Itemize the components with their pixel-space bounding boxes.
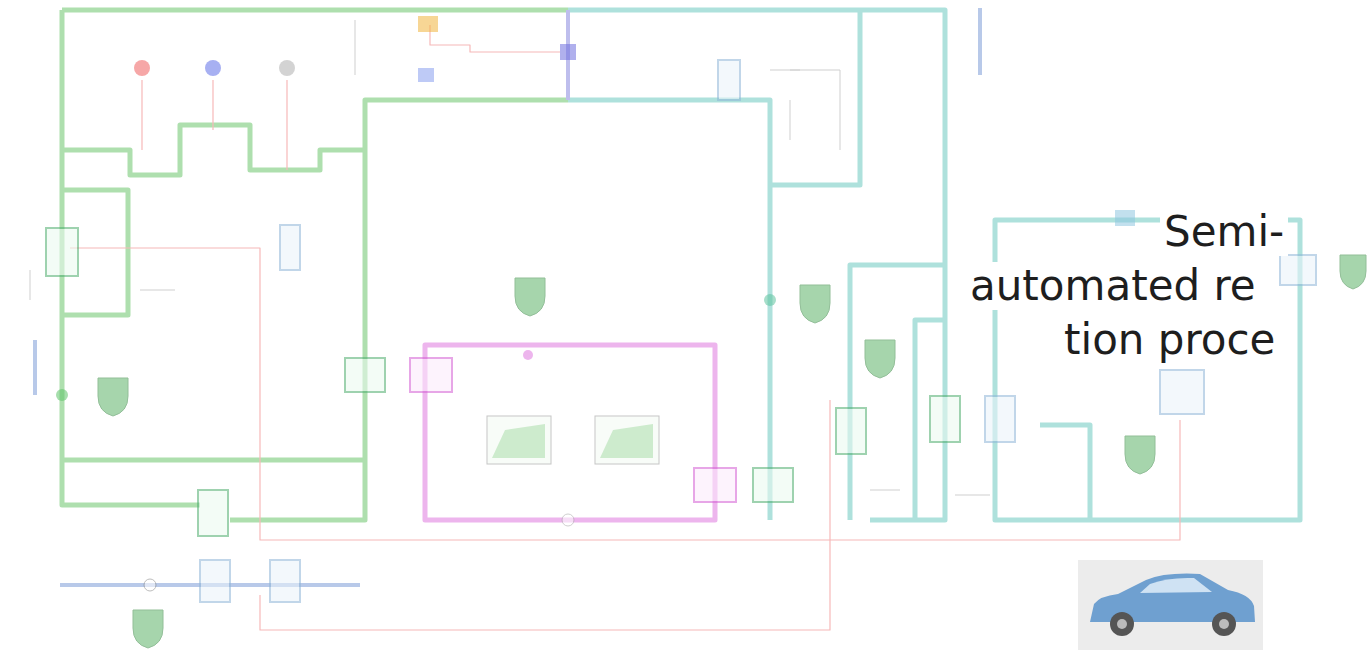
overlay-caption-text: automated re [966,262,1260,310]
overlay-caption-text: tion proce [1060,316,1279,364]
car-image [1078,560,1263,650]
overlay-caption-text: Semi- [1160,208,1288,256]
